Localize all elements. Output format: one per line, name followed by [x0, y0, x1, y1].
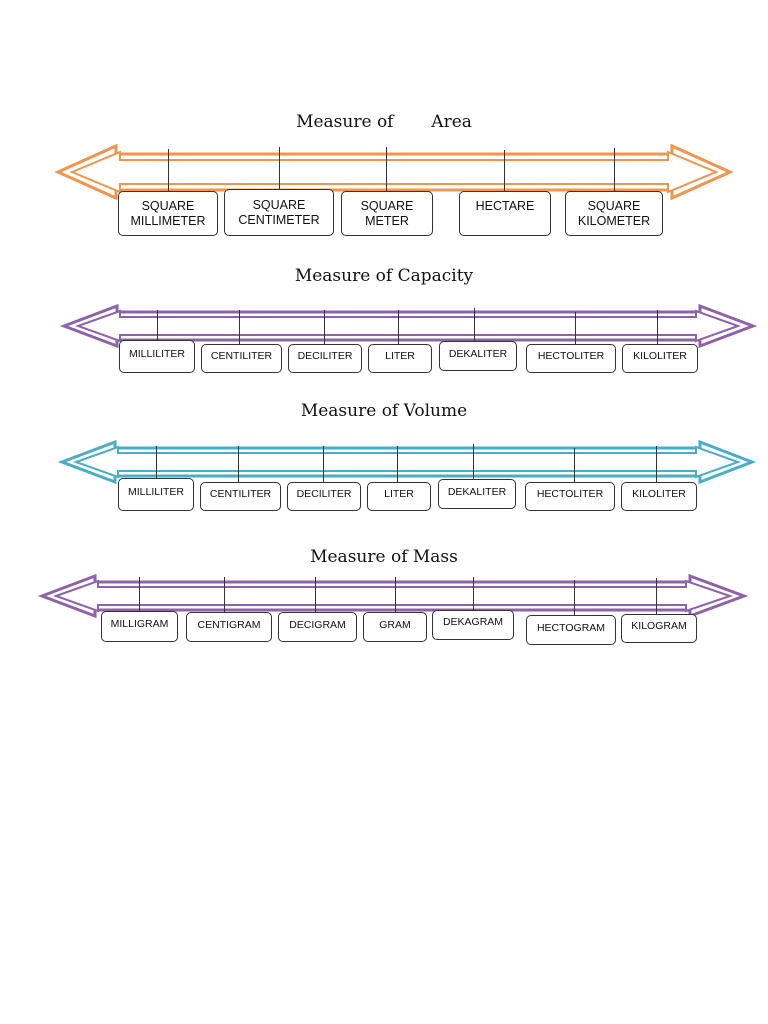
- unit-box-gram: GRAM: [363, 612, 427, 642]
- unit-box-liter: LITER: [368, 344, 432, 373]
- capacity-title: Measure of Capacity: [294, 266, 474, 286]
- area-tick: [614, 148, 615, 192]
- volume-tick: [238, 446, 239, 482]
- unit-box-deciliter: DECILITER: [287, 482, 361, 511]
- area-double-arrow: [54, 143, 734, 201]
- unit-box-milliliter: MILLILITER: [118, 478, 194, 511]
- area-tick: [279, 147, 280, 190]
- capacity-double-arrow: [59, 303, 758, 349]
- mass-tick: [224, 577, 225, 613]
- capacity-tick: [239, 310, 240, 344]
- unit-box-milliliter: MILLILITER: [119, 340, 195, 373]
- capacity-tick: [157, 310, 158, 344]
- unit-box-milligram: MILLIGRAM: [101, 611, 178, 642]
- unit-box-liter: LITER: [367, 482, 431, 511]
- unit-box-kiloliter: KILOLITER: [621, 482, 697, 511]
- unit-box-hectoliter: HECTOLITER: [525, 482, 615, 511]
- unit-box-hectoliter: HECTOLITER: [526, 344, 616, 373]
- capacity-tick: [657, 310, 658, 344]
- volume-title: Measure of Volume: [300, 401, 468, 421]
- area-title: Measure of Area: [296, 112, 472, 132]
- unit-box-hectare: HECTARE: [459, 191, 551, 236]
- unit-box-hectogram: HECTOGRAM: [526, 615, 616, 645]
- mass-tick: [395, 577, 396, 613]
- capacity-tick: [324, 310, 325, 344]
- unit-box-dekagram: DEKAGRAM: [432, 610, 514, 640]
- volume-double-arrow: [57, 439, 757, 485]
- area-tick: [504, 150, 505, 192]
- unit-box-square-millimeter: SQUARE MILLIMETER: [118, 191, 218, 236]
- volume-arrow-inner: [73, 445, 741, 479]
- capacity-tick: [575, 312, 576, 344]
- mass-tick: [473, 577, 474, 611]
- area-arrow-inner: [69, 150, 719, 194]
- volume-tick: [574, 448, 575, 482]
- mass-title: Measure of Mass: [310, 547, 458, 567]
- unit-box-kiloliter: KILOLITER: [622, 344, 698, 373]
- area-tick: [168, 149, 169, 192]
- volume-tick: [156, 446, 157, 482]
- volume-tick: [397, 446, 398, 482]
- unit-box-dekaliter: DEKALITER: [438, 479, 516, 509]
- unit-box-centigram: CENTIGRAM: [186, 612, 272, 642]
- unit-box-deciliter: DECILITER: [288, 344, 362, 373]
- unit-box-square-centimeter: SQUARE CENTIMETER: [224, 189, 334, 236]
- unit-box-dekaliter: DEKALITER: [439, 341, 517, 371]
- unit-box-centiliter: CENTILITER: [201, 344, 282, 373]
- unit-box-kilogram: KILOGRAM: [621, 614, 697, 643]
- capacity-arrow-inner: [75, 309, 741, 343]
- mass-tick: [656, 578, 657, 614]
- capacity-tick: [474, 308, 475, 342]
- mass-tick: [574, 580, 575, 616]
- area-tick: [386, 147, 387, 192]
- mass-tick: [139, 577, 140, 611]
- unit-box-square-meter: SQUARE METER: [341, 191, 433, 236]
- unit-box-decigram: DECIGRAM: [278, 612, 357, 642]
- mass-tick: [315, 577, 316, 613]
- volume-tick: [473, 444, 474, 480]
- capacity-tick: [398, 310, 399, 344]
- unit-box-centiliter: CENTILITER: [200, 482, 281, 511]
- unit-box-square-kilometer: SQUARE KILOMETER: [565, 191, 663, 236]
- volume-tick: [656, 446, 657, 482]
- volume-tick: [323, 446, 324, 482]
